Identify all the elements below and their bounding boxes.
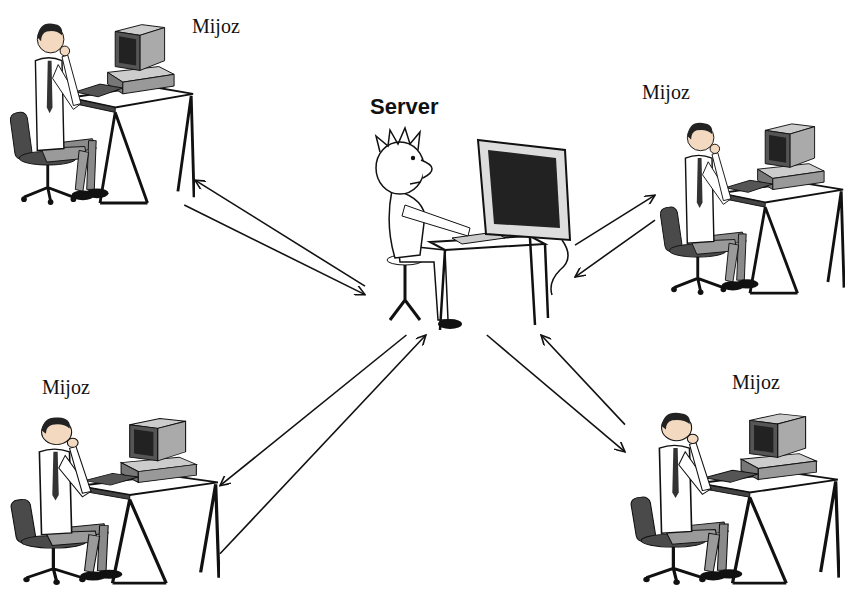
client-figure: [10, 417, 219, 585]
server-label: Server: [368, 94, 441, 120]
eye: [411, 156, 415, 160]
client-node: Mijoz: [655, 110, 845, 295]
nose: [421, 160, 432, 178]
client-label: Mijoz: [730, 370, 782, 394]
client-node: Mijoz: [625, 400, 840, 585]
arrow-connector: [487, 335, 625, 452]
arm: [402, 205, 470, 236]
server-node: Server: [365, 130, 575, 335]
stool: [390, 262, 420, 320]
client-figure: [10, 23, 195, 205]
arrow-connector: [575, 220, 655, 277]
monitor-screen: [488, 150, 560, 228]
arrow-connector: [541, 335, 625, 425]
monitor: [478, 140, 570, 240]
client-label: Mijoz: [40, 375, 92, 399]
arrow-connector: [220, 335, 426, 554]
client-node: Mijoz: [5, 405, 220, 585]
hair: [376, 128, 420, 152]
client-label: Mijoz: [190, 14, 242, 38]
server-figure: [376, 128, 570, 330]
torso: [389, 190, 425, 258]
client-label: Mijoz: [640, 80, 692, 104]
head: [376, 142, 424, 194]
arrow-connector: [575, 195, 655, 245]
arrow-connector: [220, 335, 406, 486]
client-figure: [630, 413, 839, 585]
mouth: [410, 182, 420, 184]
client-node: Mijoz: [5, 10, 195, 205]
client-figure: [660, 123, 845, 295]
cable: [551, 240, 568, 295]
arrow-connector: [184, 205, 365, 295]
desk-legs: [440, 238, 548, 330]
arrow-connector: [195, 180, 365, 286]
